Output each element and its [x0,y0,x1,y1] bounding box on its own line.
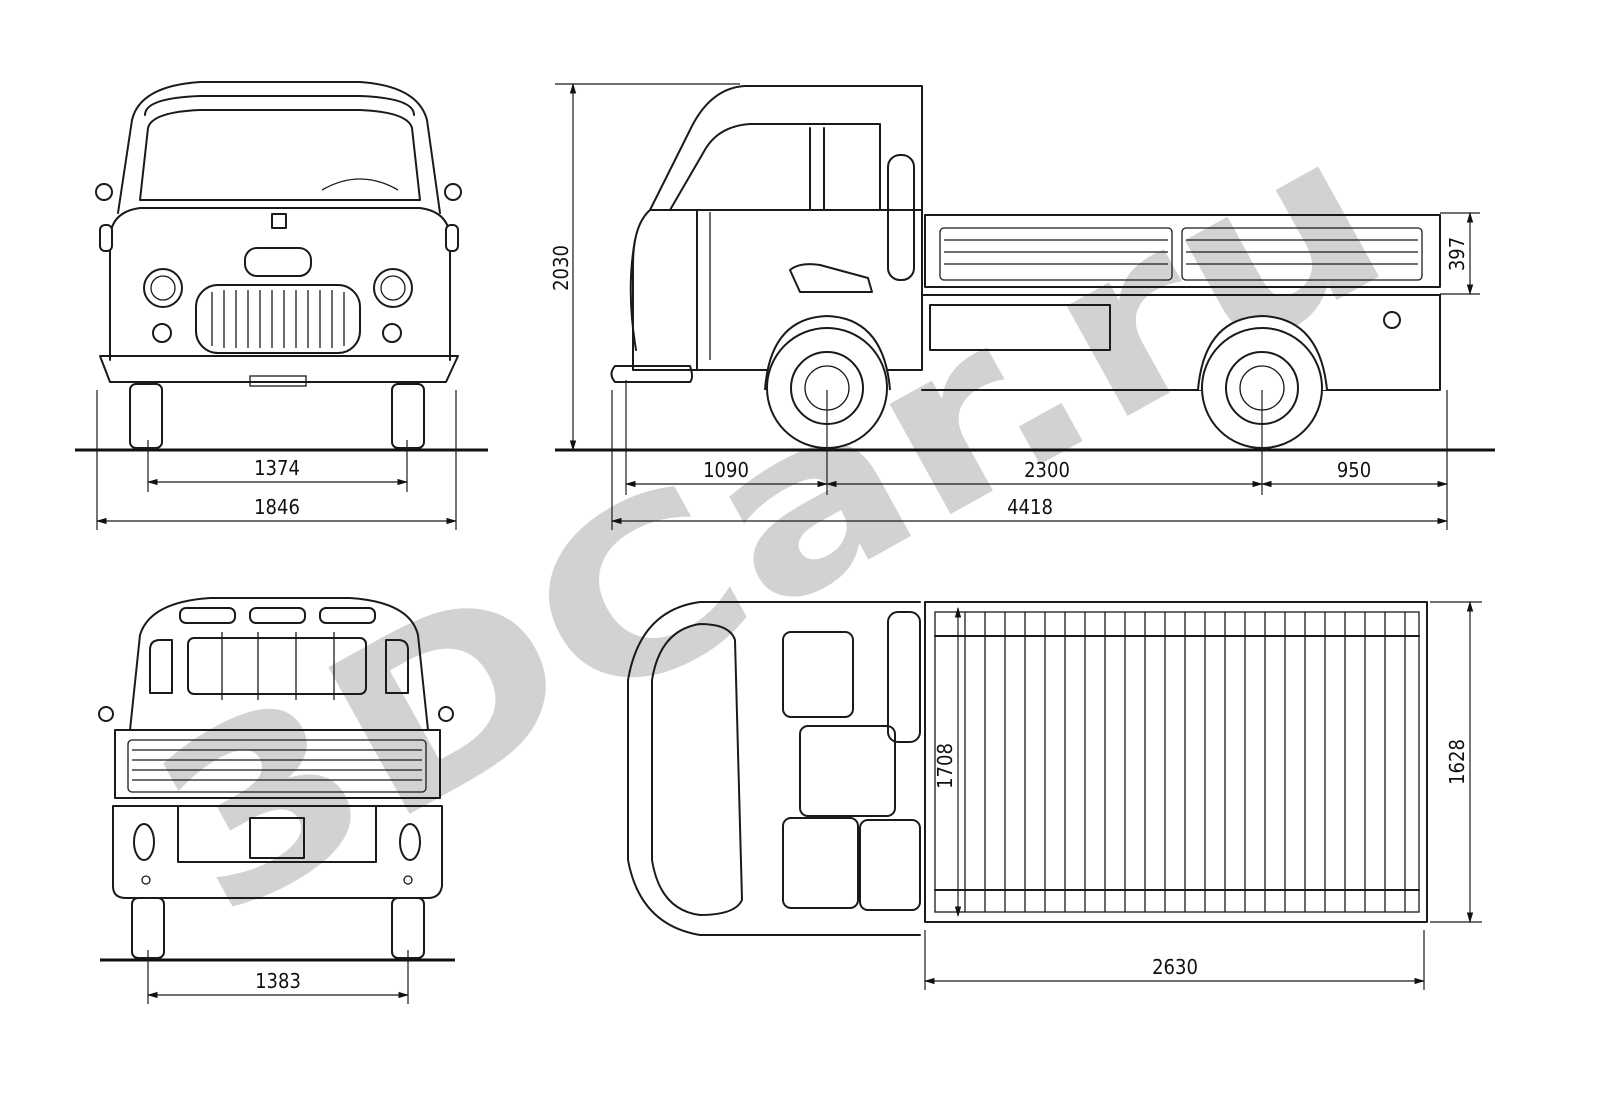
rear-window-bars [221,632,335,700]
top-spare-panel [859,819,921,911]
side-front-body [632,209,698,371]
front-overhang-label: 1090 [703,458,749,482]
front-left-indicator [99,224,113,252]
side-cab-window-frame [669,123,881,211]
front-left-mirror [95,183,113,201]
rear-cab-outline [129,597,429,731]
overall-length-label: 4418 [1007,495,1053,519]
side-chassis [921,294,1441,391]
top-left-seat [782,631,854,718]
front-upper-grille [244,247,312,277]
side-panel-slats [939,227,1423,281]
rear-roof-light-3 [319,607,376,624]
front-roof-line [144,95,415,116]
front-right-foglight [382,323,402,343]
rear-view: 1383 [98,597,455,1004]
panel-height-label: 397 [1445,237,1469,271]
rear-right-mirror [438,706,454,722]
front-left-headlight [143,268,183,308]
side-view: 2030 397 1090 2300 950 4418 [549,82,1495,530]
front-track-label: 1374 [254,456,300,480]
front-right-indicator [445,224,459,252]
front-bumper [99,355,459,383]
rear-right-tyre [391,897,425,959]
rear-tailgate [114,729,441,799]
side-headlight [629,239,637,351]
rear-window [187,637,367,695]
front-left-tyre [129,383,163,449]
top-cargo-bed [924,601,1428,923]
rear-overhang-label: 950 [1337,458,1371,482]
watermark: 3DCar.ru [116,80,1426,968]
top-rear-wall-left [887,611,921,743]
side-cab-roof [649,85,923,211]
bed-inner-width-label: 1708 [933,743,957,789]
front-right-headlight [373,268,413,308]
front-grille-bars [211,290,345,348]
rear-plate [249,817,305,859]
steering-wheel [321,178,399,191]
front-left-foglight [152,323,172,343]
side-fuel-cap [1383,311,1401,329]
front-right-tyre [391,383,425,449]
rear-lower-body [112,805,443,899]
top-bench [799,725,896,817]
rear-left-mirror [98,706,114,722]
side-front-bumper [610,365,693,383]
side-cargo-panel [924,214,1441,288]
rear-right-quarter-window [385,639,409,694]
front-view: 1374 1846 [75,81,488,530]
overall-height-label: 2030 [549,245,573,291]
side-mirror-pillar [887,154,915,281]
rear-panel [177,805,377,863]
top-right-seat [782,817,859,909]
bed-outer-width-label: 1628 [1445,739,1469,785]
rear-left-tyre [131,897,165,959]
rear-tailgate-slats [132,749,422,781]
bed-length-label: 2630 [1152,955,1198,979]
front-grille [195,284,361,354]
top-bed-slats [964,612,1406,912]
front-right-mirror [444,183,462,201]
rear-left-taillight [133,823,155,861]
front-badge [271,213,287,229]
watermark-text: 3DCar.ru [116,80,1426,968]
side-toolbox [929,304,1111,351]
rear-roof-light-2 [249,607,306,624]
top-cab-outline [627,601,921,936]
wheelbase-label: 2300 [1024,458,1070,482]
front-windshield [139,109,421,201]
front-cab-outline [117,81,441,214]
top-view: 1708 1628 2630 [627,600,1482,990]
overall-width-label: 1846 [254,495,300,519]
rear-right-taillight [399,823,421,861]
side-seat [789,263,873,293]
front-plate [249,375,307,387]
top-windshield [651,623,743,916]
rear-track-label: 1383 [255,969,301,993]
rear-left-quarter-window [149,639,173,694]
rear-roof-light-1 [179,607,236,624]
